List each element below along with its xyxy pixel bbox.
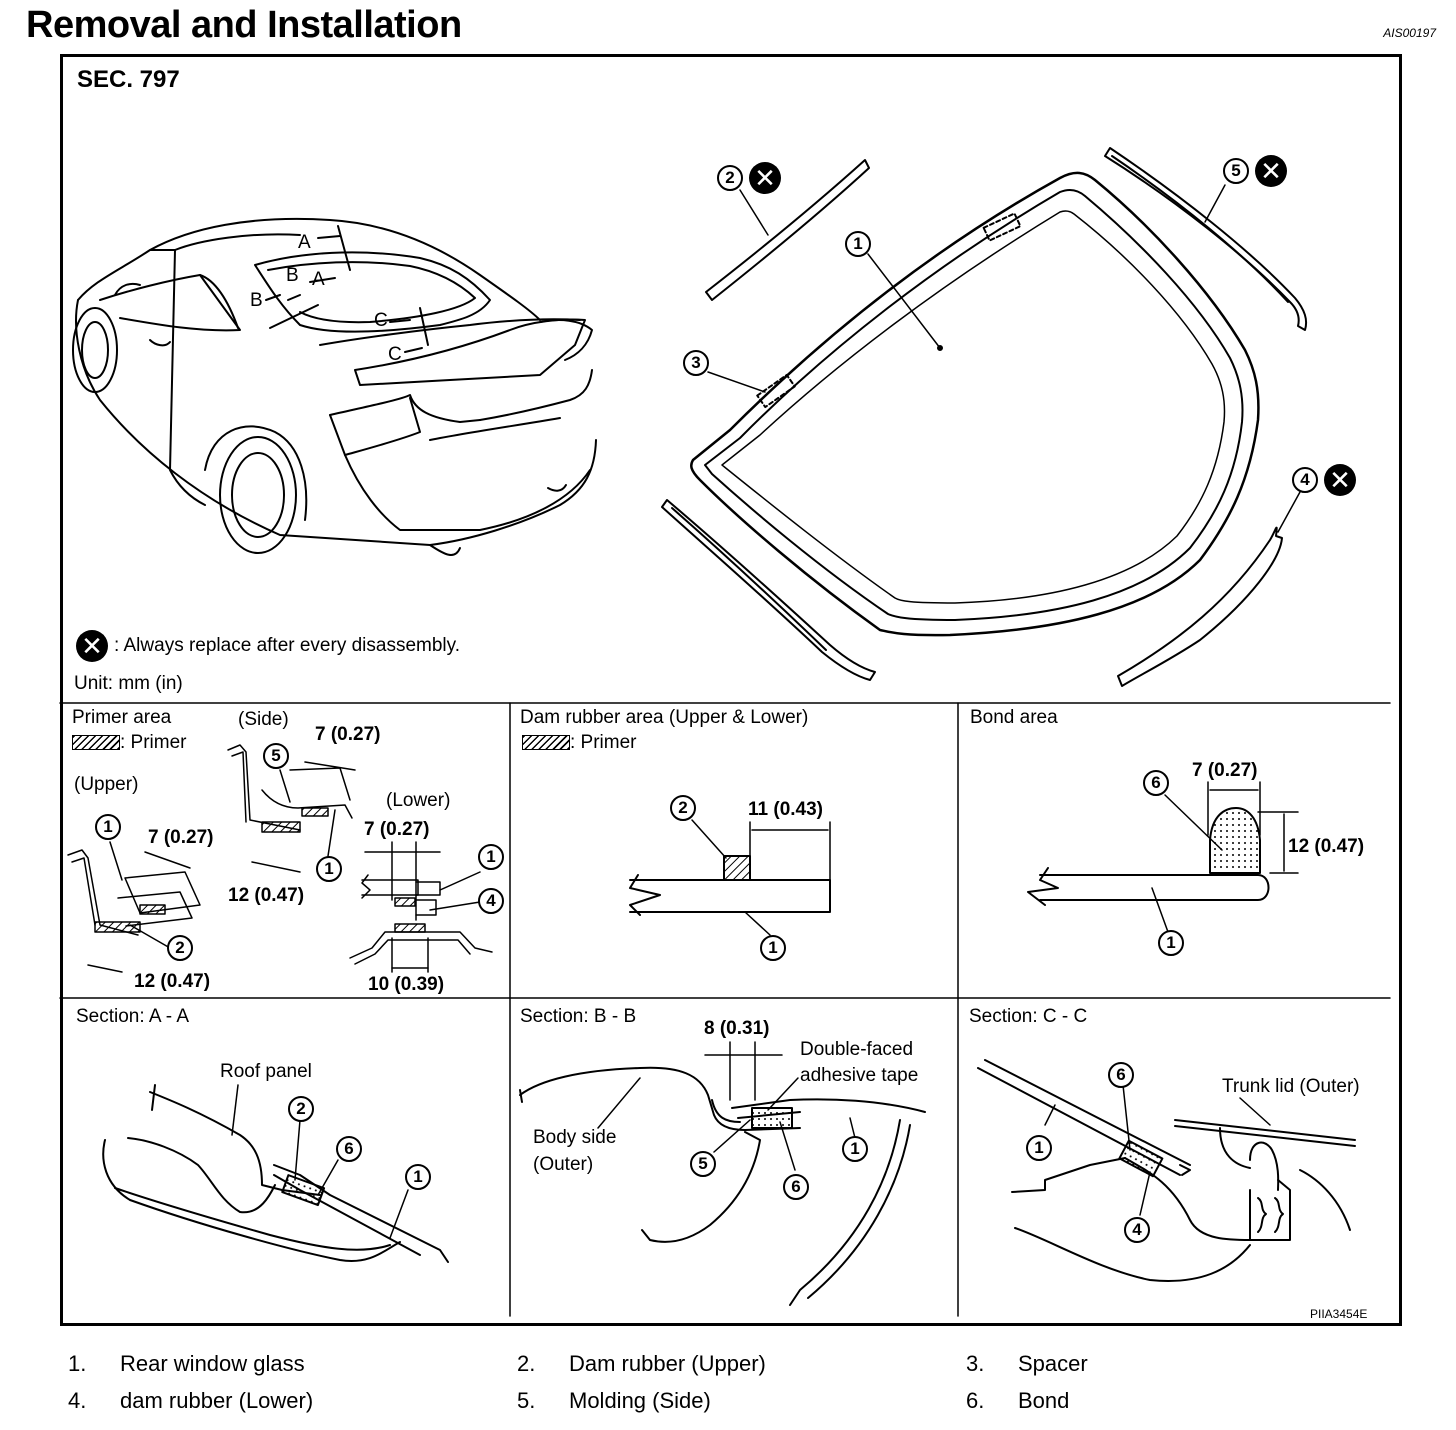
callout-6: 6: [1108, 1062, 1134, 1088]
car-marker-a-1: A: [298, 232, 311, 253]
car-marker-b-1: B: [286, 265, 299, 286]
legend-item-num: 5.: [517, 1388, 536, 1413]
rear-glass-exploded: [661, 147, 1308, 687]
lower-label: (Lower): [386, 790, 451, 811]
section-bb-art: [519, 1041, 926, 1306]
callout-2: 2: [717, 165, 743, 191]
body-side-label-line1: Body side: [533, 1127, 617, 1148]
bond-area-title: Bond area: [970, 707, 1058, 728]
diagram-frame: [60, 54, 1402, 1326]
section-cc-title: Section: C - C: [969, 1006, 1088, 1027]
dim-side-height: 12 (0.47): [228, 885, 305, 906]
legend-item-num: 1.: [68, 1351, 87, 1376]
unit-note: Unit: mm (in): [74, 673, 183, 694]
callout-1: 1: [405, 1164, 431, 1190]
section-bb-title: Section: B - B: [520, 1006, 637, 1027]
callout-1: 1: [1158, 930, 1184, 956]
callout-1: 1: [95, 814, 121, 840]
doc-id: AIS00197: [1383, 26, 1436, 40]
bond-area-art: [1027, 781, 1299, 933]
legend-item-num: 3.: [966, 1351, 985, 1376]
dim-lower-width: 7 (0.27): [364, 819, 430, 840]
dim-bond-width: 7 (0.27): [1192, 760, 1258, 781]
callout-2: 2: [670, 795, 696, 821]
dim-dam-width: 11 (0.43): [748, 799, 823, 820]
legend-item-label: Dam rubber (Upper): [569, 1351, 766, 1376]
replace-mark-icon: ✕: [76, 630, 108, 662]
tape-label-line2: adhesive tape: [800, 1065, 919, 1086]
panel-grid: [59, 702, 1391, 1317]
callout-5: 5: [263, 743, 289, 769]
callout-1: 1: [760, 935, 786, 961]
dam-rubber-title: Dam rubber area (Upper & Lower): [520, 707, 809, 728]
figure-id: PIIA3454E: [1310, 1307, 1368, 1321]
callout-1: 1: [1026, 1135, 1052, 1161]
top-leaders: [707, 184, 1301, 533]
callout-4: 4: [1292, 467, 1318, 493]
section-aa-art: [102, 1084, 449, 1263]
page-title: Removal and Installation: [26, 4, 462, 46]
roof-panel-label: Roof panel: [220, 1061, 312, 1082]
upper-label: (Upper): [74, 774, 139, 795]
legend-item-label: Bond: [1018, 1388, 1070, 1413]
car-illustration: [72, 217, 597, 556]
dam-rubber-art: [629, 819, 831, 936]
legend-item-label: Molding (Side): [569, 1388, 711, 1413]
replace-mark-icon: ✕: [1324, 464, 1356, 496]
hatch-swatch: [72, 735, 120, 751]
callout-3: 3: [683, 350, 709, 376]
callout-6: 6: [1143, 770, 1169, 796]
primer-area-art: [67, 744, 493, 973]
car-marker-b-2: B: [250, 290, 263, 311]
legend-item-label: Rear window glass: [120, 1351, 305, 1376]
callout-1: 1: [845, 231, 871, 257]
dim-bond-height: 12 (0.47): [1288, 836, 1365, 857]
side-label: (Side): [238, 709, 289, 730]
hatch-swatch: [522, 735, 570, 751]
dim-upper-width: 7 (0.27): [148, 827, 214, 848]
callout-4: 4: [478, 888, 504, 914]
replace-note: : Always replace after every disassembly…: [114, 635, 461, 656]
legend-item-label: Spacer: [1018, 1351, 1088, 1376]
section-number: SEC. 797: [77, 66, 180, 93]
replace-mark-icon: ✕: [749, 162, 781, 194]
legend-item-num: 6.: [966, 1388, 985, 1413]
callout-1: 1: [478, 844, 504, 870]
dim-tape-width: 8 (0.31): [704, 1018, 770, 1039]
primer-area-title: Primer area: [72, 707, 172, 728]
section-aa-title: Section: A - A: [76, 1006, 190, 1027]
legend-item-num: 2.: [517, 1351, 536, 1376]
callout-2: 2: [167, 935, 193, 961]
tape-label-line1: Double-faced: [800, 1039, 914, 1060]
trunk-lid-label: Trunk lid (Outer): [1222, 1076, 1360, 1097]
dim-lower-depth: 10 (0.39): [368, 974, 445, 995]
body-side-label-line2: (Outer): [533, 1154, 594, 1175]
dim-upper-height: 12 (0.47): [134, 971, 211, 992]
callout-6: 6: [783, 1174, 809, 1200]
primer-legend: : Primer: [72, 733, 187, 752]
callout-6: 6: [336, 1136, 362, 1162]
legend-item-num: 4.: [68, 1388, 87, 1413]
car-marker-c-2: C: [388, 344, 402, 365]
callout-5: 5: [1223, 158, 1249, 184]
callout-4: 4: [1124, 1217, 1150, 1243]
callout-1: 1: [842, 1136, 868, 1162]
callout-5: 5: [690, 1151, 716, 1177]
car-marker-a-2: A: [312, 269, 325, 290]
car-marker-c-1: C: [374, 310, 388, 331]
dim-side-width: 7 (0.27): [315, 724, 381, 745]
replace-mark-icon: ✕: [1255, 155, 1287, 187]
legend-item-label: dam rubber (Lower): [120, 1388, 314, 1413]
callout-2: 2: [288, 1096, 314, 1122]
section-cc-art: [977, 1059, 1356, 1282]
callout-1: 1: [316, 856, 342, 882]
dam-primer-legend: : Primer: [522, 733, 637, 752]
